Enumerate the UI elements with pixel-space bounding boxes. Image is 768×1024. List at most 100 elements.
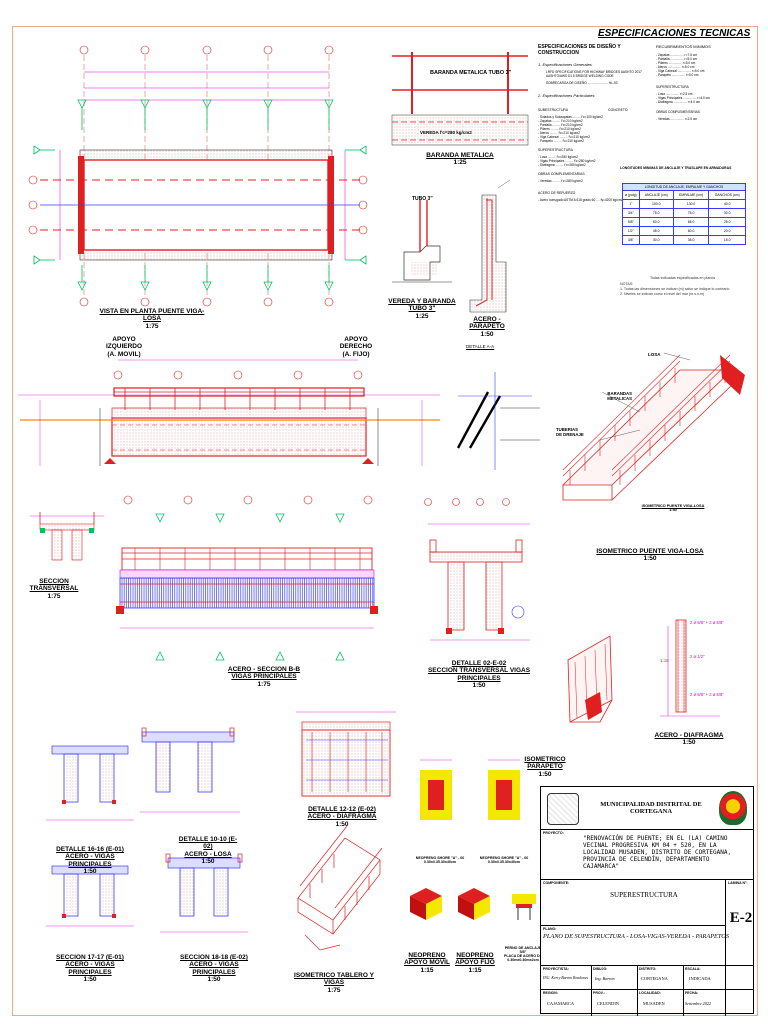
- rec-sup-row: - Diafragma ............... r=4.0 cm: [656, 100, 701, 104]
- rec-row: - Parapeto ............... r=5.0 cm: [656, 73, 699, 77]
- iso-losa-label: LOSA: [648, 352, 661, 357]
- rec-row: - Viga Cabezal ............... r=5.0 cm: [656, 69, 705, 73]
- diafragma-rebar-a: 2 ø 5/8" + 2 ø 5/8": [690, 620, 724, 625]
- isometric-tablero: [297, 825, 383, 951]
- componente-row: COMPONENTE: SUPERESTRUCTURA LAMINA N°: E…: [541, 879, 753, 966]
- specs-subtitle: ESPECIFICACIONES DE DISEÑO Y CONSTRUCCIO…: [538, 44, 621, 56]
- baranda-detail: [391, 52, 529, 146]
- sub-row: - Pantalla ......... f'c=210 kg/cm2: [538, 123, 583, 127]
- table-header: EMPALME (cm): [672, 190, 710, 200]
- proyecto-row: PROYECTO: "RENOVACIÓN DE PUENTE; EN EL (…: [541, 829, 753, 879]
- distrito-cell: DISTRITO: CORTEGANA: [637, 966, 684, 990]
- provincia-cell: PROV.: CELENDIN: [591, 990, 638, 1016]
- isometric-parapeto: [567, 635, 613, 723]
- rec-sup-row: - Losa ............... r=2.5 cm: [656, 92, 693, 96]
- sec-1717-title: SECCION 17-17 (E-01)ACERO - VIGAS PRINCI…: [56, 954, 124, 984]
- note-2: 2. Niveles se indican como el nivel del …: [620, 292, 705, 296]
- specs-gen-line1: LRFD SPECIFICATIONS FOR HIGHWAY BRIDGES …: [546, 70, 642, 74]
- vereda-label: VEREDA f'c=280 kg/cm2: [420, 130, 472, 135]
- sub-row: - Viga Cabezal ......... f'c=210 kg/cm2: [538, 135, 591, 139]
- baranda-tubo-label: BARANDA METALICA TUBO 3": [430, 70, 512, 76]
- lamina-caption: LAMINA N°:: [728, 881, 748, 885]
- vereda-title: VEREDA Y BARANDA TUBO 3"1:25: [388, 298, 456, 320]
- neop-b-label: NEOPRENO SHORE "A" - 60 0.30x0.35.30x40c…: [479, 856, 529, 865]
- neoprene-3d: [410, 888, 536, 920]
- rec-obras: OBRAS COMPLEMENTARIAS: [656, 110, 700, 114]
- detalle-12-12: [296, 711, 396, 797]
- elevation-view: [18, 359, 440, 466]
- rec-block: RECUBRIMIENTOS MINIMOS - Zapatas .......…: [656, 44, 756, 121]
- acero-seccion-bb: [116, 495, 378, 661]
- neop-a-label: NEOPRENO SHORE "A" - 60 0.30x0.35.30x40c…: [415, 856, 465, 865]
- fecha-cell: FECHA: Setiembre 2022: [683, 990, 726, 1016]
- lamina-number: E-2: [729, 910, 753, 926]
- proyecto-caption: PROYECTO:: [543, 831, 564, 835]
- neoprene-plans: [420, 759, 520, 820]
- iso-barandas-label: BARANDAS METALICAS: [607, 391, 632, 401]
- rec-list: - Zapatas ............... r=7.5 cm - Pan…: [656, 53, 756, 77]
- rec-obras-row: - Veredas ............... r=2.5 cm: [656, 117, 698, 121]
- sub-row: - Parapeto ......... f'c=210 kg/cm2: [538, 139, 585, 143]
- seccion-17-17: [46, 865, 134, 927]
- vereda-tubo-detail: [392, 200, 452, 283]
- table-header: ANCLAJE (cm): [638, 190, 674, 200]
- detalle-10-10: [140, 727, 240, 813]
- drawing-sheet-border: [12, 26, 758, 1016]
- table-header: GANCHOS (cm): [708, 190, 746, 200]
- specs-super2: SUPERESTRUCTURA: [538, 148, 573, 152]
- rec-sup-row: - Vigas Principales ............... r=4.…: [656, 96, 710, 100]
- specs-block: ESPECIFICACIONES DE DISEÑO Y CONSTRUCCIO…: [538, 44, 658, 202]
- iso-tuberias-label: TUBERIAS DE DRENAJE: [556, 427, 584, 437]
- perno-label: PERNO DE ANCLAJE 5/8" PLACA DE ACERO DE …: [503, 946, 542, 963]
- proyecto-text: "RENOVACIÓN DE PUENTE; EN EL (LA) CAMINO…: [583, 835, 732, 870]
- sub-row: - Zapatas ......... f'c=210 kg/cm2: [538, 119, 583, 123]
- rec-row: - Pilares ............... r=5.0 cm: [656, 61, 696, 65]
- entity-cell: MUNICIPALIDAD DISTRITAL DE CORTEGANA: [541, 787, 753, 829]
- sec-1818-title: SECCION 18-18 (E-02)ACERO - VIGAS PRINCI…: [180, 954, 248, 984]
- apoyo-der: APOYO DERECHO (A. FIJO): [339, 336, 373, 358]
- sub-row: - Pilares ......... f'c=210 kg/cm2: [538, 127, 581, 131]
- sub-list: - Solados y Subzapatas ......... f'c=100…: [538, 115, 658, 143]
- municipal-seal-right: [719, 791, 747, 825]
- rec-super: SUPERESTRUCTURA: [656, 85, 689, 89]
- plan-view: [28, 45, 368, 307]
- sub-row: - Solados y Subzapatas ......... f'c=100…: [538, 115, 603, 119]
- detalle-aa-label: DETALLE A-A: [466, 344, 495, 349]
- table-caption: LONGITUD DE ANCLAJE, EMPALME Y GANCHOS: [622, 183, 746, 191]
- proyectista-cell: PROYECTISTA: ING. Kerry Barron Rondones: [541, 966, 592, 990]
- isometric-bridge: [562, 352, 745, 501]
- det-1616-title: DETALLE 16-16 (E-01)ACERO - VIGAS PRINCI…: [56, 846, 124, 876]
- specs-obras: OBRAS COMPLEMENTARIAS: [538, 172, 585, 176]
- detalle-aa: [456, 372, 540, 470]
- table-header: ø (pulg): [622, 190, 640, 200]
- componente-text: SUPERESTRUCTURA: [610, 891, 678, 899]
- info-row-1: PROYECTISTA: ING. Kerry Barron Rondones …: [541, 965, 753, 990]
- apoyo-izq: APOYO IZQUIERDO (A. MOVIL): [105, 336, 143, 358]
- specs-acero: ACERO DE REFUERZO: [538, 191, 576, 195]
- specs-gen-line2: AASHTO/AWS D1.5 BRIDGE WELDING CODE: [546, 74, 614, 78]
- lamina-cell: LAMINA N°: E-2: [725, 880, 756, 966]
- diafragma-rebar-b: 2 ø 1/2": [690, 654, 705, 659]
- rec-row: - Pantalla ............... r=5.0 cm: [656, 57, 698, 61]
- seccion-18-18: [160, 853, 248, 933]
- sub-row: - Aleros ......... f'c=210 kg/cm2: [538, 131, 580, 135]
- rec-sup-list: - Losa ............... r=2.5 cm - Vigas …: [656, 92, 756, 104]
- obras-row: - Veredas ......... f'c=280 kg/cm2: [538, 179, 583, 183]
- rec-title: RECUBRIMIENTOS MINIMOS: [656, 44, 711, 49]
- anchorage-table: LONGITUD DE ANCLAJE, EMPALME Y GANCHOS ø…: [622, 183, 746, 245]
- notes-title: NOTAS:: [620, 282, 634, 286]
- sup-row: - Losa ......... f'c=280 kg/cm2: [538, 155, 579, 159]
